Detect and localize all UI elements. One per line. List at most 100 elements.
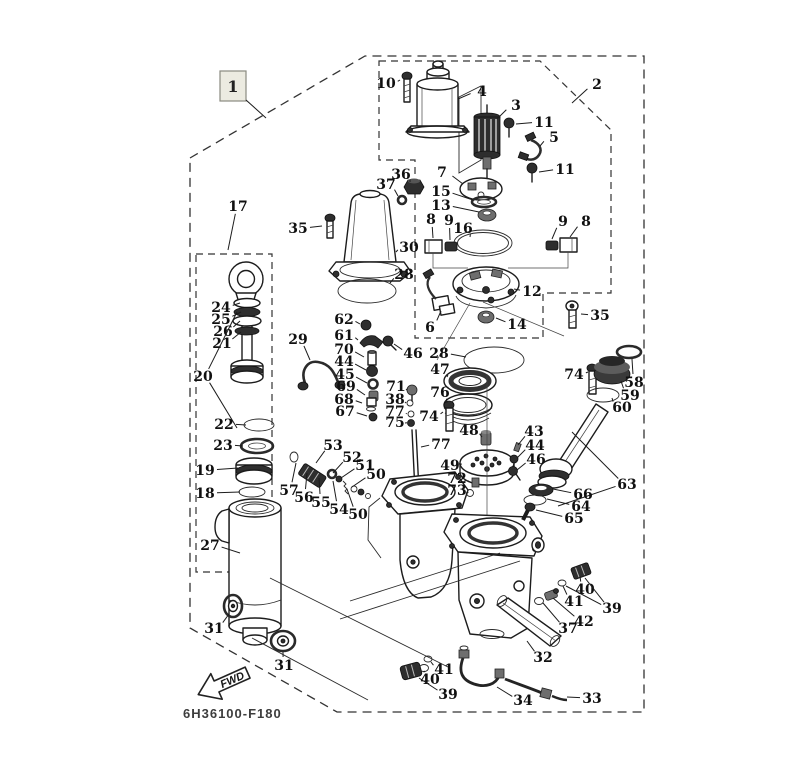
part-label-27: 27 <box>200 538 219 554</box>
part-label-35: 35 <box>288 221 307 237</box>
ball-67 <box>368 412 378 422</box>
part-label-24: 24 <box>211 300 231 316</box>
leader-line-20 <box>208 311 238 370</box>
terminal-9-right <box>545 240 559 251</box>
o-ring-18 <box>238 486 266 498</box>
hose-29 <box>297 360 346 391</box>
anode-fitting-39-left <box>399 661 423 681</box>
piston-hardware <box>508 442 522 481</box>
part-label-26: 26 <box>213 324 232 340</box>
leader-line-15 <box>452 192 474 201</box>
ring-77 <box>407 410 415 418</box>
part-label-19: 19 <box>195 463 214 479</box>
part-label-10: 10 <box>376 76 396 92</box>
leader-line-30 <box>395 249 399 253</box>
fill-plug-36 <box>403 178 425 195</box>
leader-line-74 <box>440 411 444 415</box>
leader-line-24 <box>232 302 241 306</box>
leader-line-34 <box>496 686 513 697</box>
leader-line-48 <box>479 433 483 438</box>
mount-grommet-31b <box>269 629 297 653</box>
leader-line-43 <box>517 435 526 446</box>
part-label-57: 57 <box>279 483 298 499</box>
cylinder-body-27 <box>214 498 282 646</box>
leader-line-72 <box>467 480 470 483</box>
part-label-66: 66 <box>573 487 592 503</box>
assembly-axis-line-b <box>482 301 565 337</box>
part-label-16: 16 <box>453 221 472 237</box>
fwd-arrow: FWD <box>197 666 251 701</box>
leader-line-63 <box>571 431 619 479</box>
leader-line-47 <box>446 374 449 378</box>
leader-line-56 <box>304 472 308 490</box>
motor-lead-wire <box>517 131 542 162</box>
motor-assembly-box-2 <box>378 60 612 339</box>
washer-37-bottom <box>534 597 544 605</box>
part-label-48: 48 <box>459 423 478 439</box>
leader-line-22 <box>235 423 247 426</box>
part-label-31: 31 <box>204 621 223 637</box>
leader-line-28 <box>389 278 395 284</box>
leader-line-20 <box>209 382 238 429</box>
leader-line-10 <box>397 79 401 82</box>
leader-line-40 <box>579 575 582 582</box>
bearing-47 <box>443 367 497 395</box>
part-label-56: 56 <box>294 490 313 506</box>
leader-line-21 <box>232 331 242 340</box>
bushing-48 <box>480 430 492 446</box>
part-label-15: 15 <box>431 184 450 200</box>
part-label-60: 60 <box>612 400 632 416</box>
clamp-61 <box>359 335 384 349</box>
leader-line-39 <box>565 585 602 605</box>
part-label-39: 39 <box>438 687 457 703</box>
side-port <box>531 537 545 553</box>
leader-line-40 <box>423 670 426 673</box>
leader-line-58 <box>631 358 634 375</box>
leader-line-57 <box>291 462 297 483</box>
part-label-9: 9 <box>558 214 568 230</box>
terminal-bolt-11a <box>503 117 515 138</box>
part-label-52: 52 <box>342 450 361 466</box>
leader-line-23 <box>234 444 244 447</box>
grease-nipple-42 <box>544 588 559 601</box>
part-label-12: 12 <box>522 284 541 300</box>
part-label-40: 40 <box>575 582 595 598</box>
part-label-32: 32 <box>533 650 552 666</box>
bolt-65 <box>521 502 536 521</box>
part-label-61: 61 <box>334 328 353 344</box>
leader-line-77 <box>405 412 407 415</box>
hose-33 <box>504 677 568 702</box>
part-label-33: 33 <box>582 691 601 707</box>
part-label-31: 31 <box>274 658 293 674</box>
part-label-46: 46 <box>403 346 422 362</box>
part-label-58: 58 <box>624 375 643 391</box>
terminal-bolt-11b <box>526 162 538 183</box>
motor-mount-plate <box>458 85 482 174</box>
leader-line-18 <box>216 491 241 494</box>
part-label-41: 41 <box>564 594 583 610</box>
part-label-77: 77 <box>431 437 450 453</box>
fitting-72 <box>471 477 480 488</box>
part-label-37: 37 <box>558 621 577 637</box>
part-label-62: 62 <box>334 312 353 328</box>
part-label-63: 63 <box>617 477 636 493</box>
part-label-30: 30 <box>399 240 419 256</box>
o-ring-28-left <box>337 278 397 304</box>
part-label-6: 6 <box>425 320 435 336</box>
part-label-75: 75 <box>385 415 404 431</box>
leader-line-41 <box>562 585 568 595</box>
leader-line-69 <box>356 389 366 396</box>
bolt-35-right <box>565 300 579 329</box>
part-label-49: 49 <box>440 458 459 474</box>
leader-line-28 <box>450 353 467 358</box>
bolt-74-left <box>443 400 455 432</box>
leader-line-13 <box>452 205 480 213</box>
leader-line-37 <box>394 189 399 197</box>
part-label-50: 50 <box>366 467 386 483</box>
washer-64 <box>523 494 547 506</box>
terminal-link-right <box>508 252 569 269</box>
leader-line-46 <box>516 462 526 471</box>
leader-line-44 <box>516 449 526 459</box>
